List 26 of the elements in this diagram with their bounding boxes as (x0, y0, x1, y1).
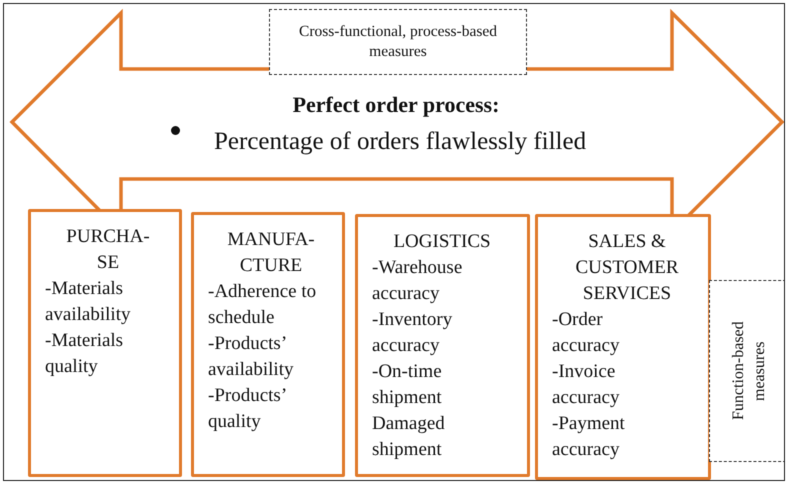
measure-item: -Order accuracy (552, 308, 620, 358)
arrow-title: Perfect order process: (292, 92, 500, 118)
function-box (28, 209, 182, 477)
function-heading: SALES & CUSTOMER SERVICES (574, 230, 680, 306)
function-heading: LOGISTICS (392, 230, 492, 254)
dashed-note-box (269, 9, 527, 75)
measure-item: -Warehouse accuracy (372, 256, 464, 306)
function-box (535, 214, 711, 480)
measure-item: -Inventory accuracy (372, 308, 454, 358)
function-heading: PURCHA- SE (65, 225, 151, 275)
measure-item: -Invoice accuracy (552, 360, 620, 410)
measure-item: -Payment accuracy (552, 412, 626, 462)
note-text: Cross-functional, process-based measures (298, 22, 498, 62)
measure-item: -Adherence to schedule (208, 280, 318, 330)
function-box (355, 214, 530, 477)
bullet-text: Percentage of orders flawlessly filled (214, 128, 586, 156)
measure-item: Damaged shipment (372, 412, 446, 462)
measure-item: -Products’ availability (208, 332, 294, 382)
measure-item: -Products’ quality (208, 384, 287, 434)
function-heading: MANUFA- CTURE (226, 228, 316, 278)
note-text: Function-based measures (729, 320, 769, 422)
measure-item: -On-time shipment (372, 360, 443, 410)
measure-item: -Materials quality (45, 329, 124, 379)
measure-item: -Materials availability (45, 277, 132, 327)
function-box (191, 212, 345, 477)
dashed-note-box (709, 280, 784, 462)
